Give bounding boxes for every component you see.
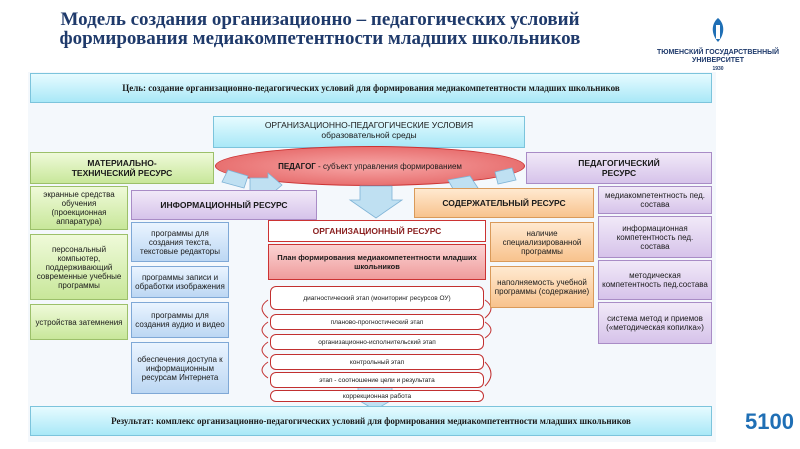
university-tag: 1930 [712,66,724,72]
teacher-label: ПЕДАГОГ [278,161,316,171]
university-emblem-icon [712,18,724,42]
info-item-3: программы для создания аудио и видео [131,302,229,338]
university-logo: ТЮМЕНСКИЙ ГОСУДАРСТВЕННЫЙ УНИВЕРСИТЕТ 19… [648,16,788,76]
brand-logo: 5100 [745,409,794,434]
content-item-1: наличие специализированной программы [490,222,594,262]
org-resource-header: ОРГАНИЗАЦИОННЫЙ РЕСУРС [268,220,486,242]
conditions-box: ОРГАНИЗАЦИОННО-ПЕДАГОГИЧЕСКИЕ УСЛОВИЯ об… [213,116,525,148]
teacher-ellipse: ПЕДАГОГ - субъект управления формировани… [215,146,525,186]
info-resource-header: ИНФОРМАЦИОННЫЙ РЕСУРС [131,190,317,220]
org-stage-2: планово-прогностический этап [270,314,484,330]
pedagogical-item-2: информационная компетентность пед. соста… [598,216,712,258]
arrow-center [348,185,404,219]
teacher-description: - субъект управления формированием [315,161,462,171]
org-stage-1: диагностический этап (мониторинг ресурсо… [270,286,484,310]
stage-loop-3 [261,341,269,359]
arrow-pedagogical [494,167,517,185]
org-stage-6: коррекционная работа [270,390,484,402]
material-item-1: экранные средства обучения (проекционная… [30,186,128,230]
org-stage-5: этап - соотношение цели и результата [270,372,484,388]
material-resource-header: МАТЕРИАЛЬНО-ТЕХНИЧЕСКИЙ РЕСУРС [30,152,214,184]
result-band: Результат: комплекс организационно-педаг… [30,406,712,436]
slide-title: Модель создания организационно – педагог… [59,9,581,49]
pedagogical-resource-header: ПЕДАГОГИЧЕСКИЙ РЕСУРС [526,152,712,184]
goal-band: Цель: создание организационно-педагогиче… [30,73,712,103]
pedagogical-item-3: методическая компетентность пед.состава [598,260,712,300]
stage-loop-7 [484,361,492,387]
org-stage-3: организационно-исполнительский этап [270,334,484,350]
conditions-subtitle: образовательной среды [321,130,417,140]
content-resource-header: СОДЕРЖАТЕЛЬНЫЙ РЕСУРС [414,188,594,218]
stage-loop-4 [261,361,269,379]
pedagogical-item-1: медиакомпетентность пед. состава [598,186,712,214]
goal-text: Цель: создание организационно-педагогиче… [122,83,620,93]
org-plan: План формирования медиакомпетентности мл… [268,244,486,280]
stage-loop-2 [261,321,269,339]
arrow-material [221,169,249,189]
pedagogical-item-4: система метод и приемов («методическая к… [598,302,712,344]
stage-loop-1 [261,299,269,319]
result-text: Результат: комплекс организационно-педаг… [111,416,631,426]
info-item-4: обеспечения доступа к информационным рес… [131,342,229,394]
content-item-2: наполняемость учебной программы (содержа… [490,266,594,308]
stage-loop-6 [484,321,492,339]
org-stage-4: контрольный этап [270,354,484,370]
conditions-title: ОРГАНИЗАЦИОННО-ПЕДАГОГИЧЕСКИЕ УСЛОВИЯ [264,120,474,130]
info-item-2: программы записи и обработки изображения [131,266,229,298]
material-item-2: персональный компьютер, поддерживающий с… [30,234,128,300]
material-item-3: устройства затемнения [30,304,128,340]
info-item-1: программы для создания текста, текстовые… [131,222,229,262]
university-name: ТЮМЕНСКИЙ ГОСУДАРСТВЕННЫЙ УНИВЕРСИТЕТ [656,49,780,64]
stage-loop-5 [484,299,492,319]
